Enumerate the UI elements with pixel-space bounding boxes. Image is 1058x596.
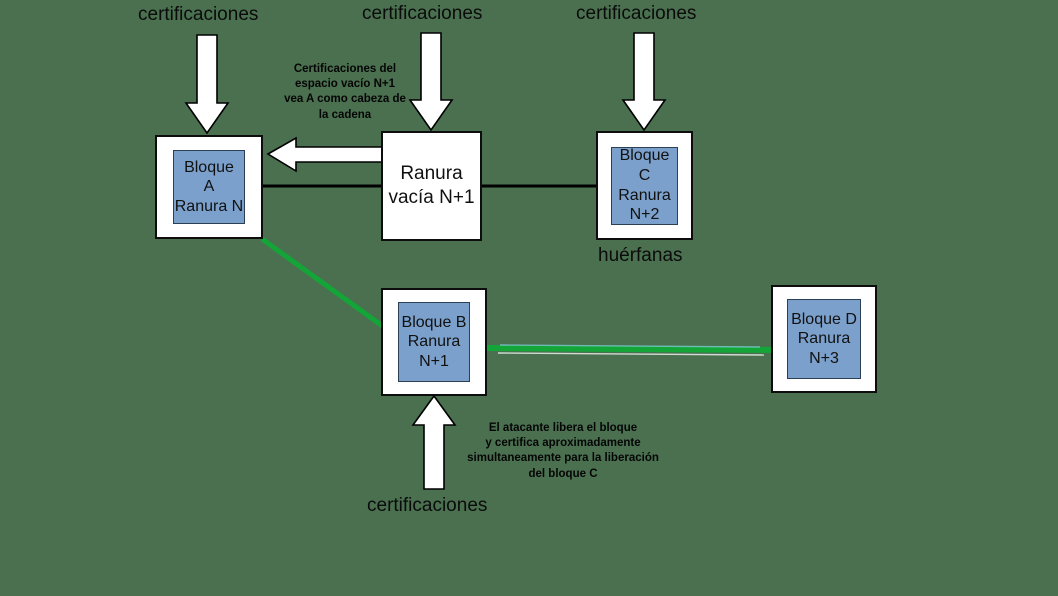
block-b[interactable]: Bloque B Ranura N+1 — [381, 288, 487, 396]
note-attacker-line2: y certifica aproximadamente — [485, 437, 641, 450]
attacker-link-b-to-d — [485, 345, 773, 353]
label-certificaciones-top-middle: certificaciones — [362, 3, 483, 24]
block-d-inner: Bloque D Ranura N+3 — [787, 299, 861, 379]
arrow-down-to-block-c — [621, 32, 667, 132]
block-c-inner: Bloque C Ranura N+2 — [611, 146, 678, 225]
note-attacker-line3: simultaneamente para la liberación — [467, 452, 659, 465]
attacker-link-b-to-d-highlight-lower — [497, 352, 765, 356]
block-c-line2: Ranura — [618, 186, 671, 204]
block-c[interactable]: Bloque C Ranura N+2 — [596, 131, 693, 240]
note-empty-slot-line1: Certificaciones del — [293, 63, 397, 75]
block-d-line3: N+3 — [809, 349, 839, 367]
note-empty-slot-line4: la cadena — [318, 108, 372, 121]
empty-slot-text: Ranura vacía N+1 — [388, 162, 474, 210]
block-d[interactable]: Bloque D Ranura N+3 — [771, 285, 877, 393]
attacker-link-a-to-b — [260, 236, 390, 333]
attacker-link-b-to-d-highlight — [499, 344, 761, 348]
empty-slot-line2: vacía N+1 — [388, 187, 475, 208]
label-certificaciones-bottom: certificaciones — [367, 495, 488, 516]
note-empty-slot-line3: vea A como cabeza de — [284, 93, 406, 106]
note-attacker-line4: del bloque C — [528, 467, 598, 480]
block-b-inner: Bloque B Ranura N+1 — [398, 302, 470, 382]
block-d-line2: Ranura — [797, 330, 851, 348]
block-a-line3: Ranura N — [174, 197, 244, 215]
block-a-line2: A — [203, 178, 215, 196]
label-certificaciones-top-right: certificaciones — [576, 3, 697, 24]
label-certificaciones-top-left: certificaciones — [138, 4, 259, 25]
label-huerfanas: huérfanas — [598, 245, 683, 266]
block-b-line1: Bloque B — [401, 313, 467, 331]
note-empty-slot: Certificaciones del espacio vacío N+1 ve… — [255, 62, 435, 123]
block-b-line3: N+1 — [419, 352, 449, 370]
note-attacker: El atacante libera el bloque y certifica… — [457, 421, 669, 482]
empty-slot-line1: Ranura — [400, 163, 463, 185]
block-a-line1: Bloque — [184, 158, 234, 176]
block-d-line1: Bloque D — [791, 310, 857, 328]
empty-slot-n-plus-1[interactable]: Ranura vacía N+1 — [381, 131, 482, 241]
block-a-inner: Bloque A Ranura N — [173, 150, 245, 224]
note-attacker-line1: El atacante libera el bloque — [488, 422, 638, 434]
block-a[interactable]: Bloque A Ranura N — [155, 135, 263, 239]
arrow-left-empty-slot-to-block-a — [266, 136, 385, 173]
block-c-line3: N+2 — [629, 206, 660, 224]
block-c-line1: Bloque C — [619, 147, 670, 184]
note-empty-slot-line2: espacio vacío N+1 — [294, 78, 396, 91]
arrow-up-to-block-b — [411, 394, 457, 490]
block-b-line2: Ranura — [407, 333, 461, 351]
arrow-down-to-block-a — [184, 34, 230, 135]
